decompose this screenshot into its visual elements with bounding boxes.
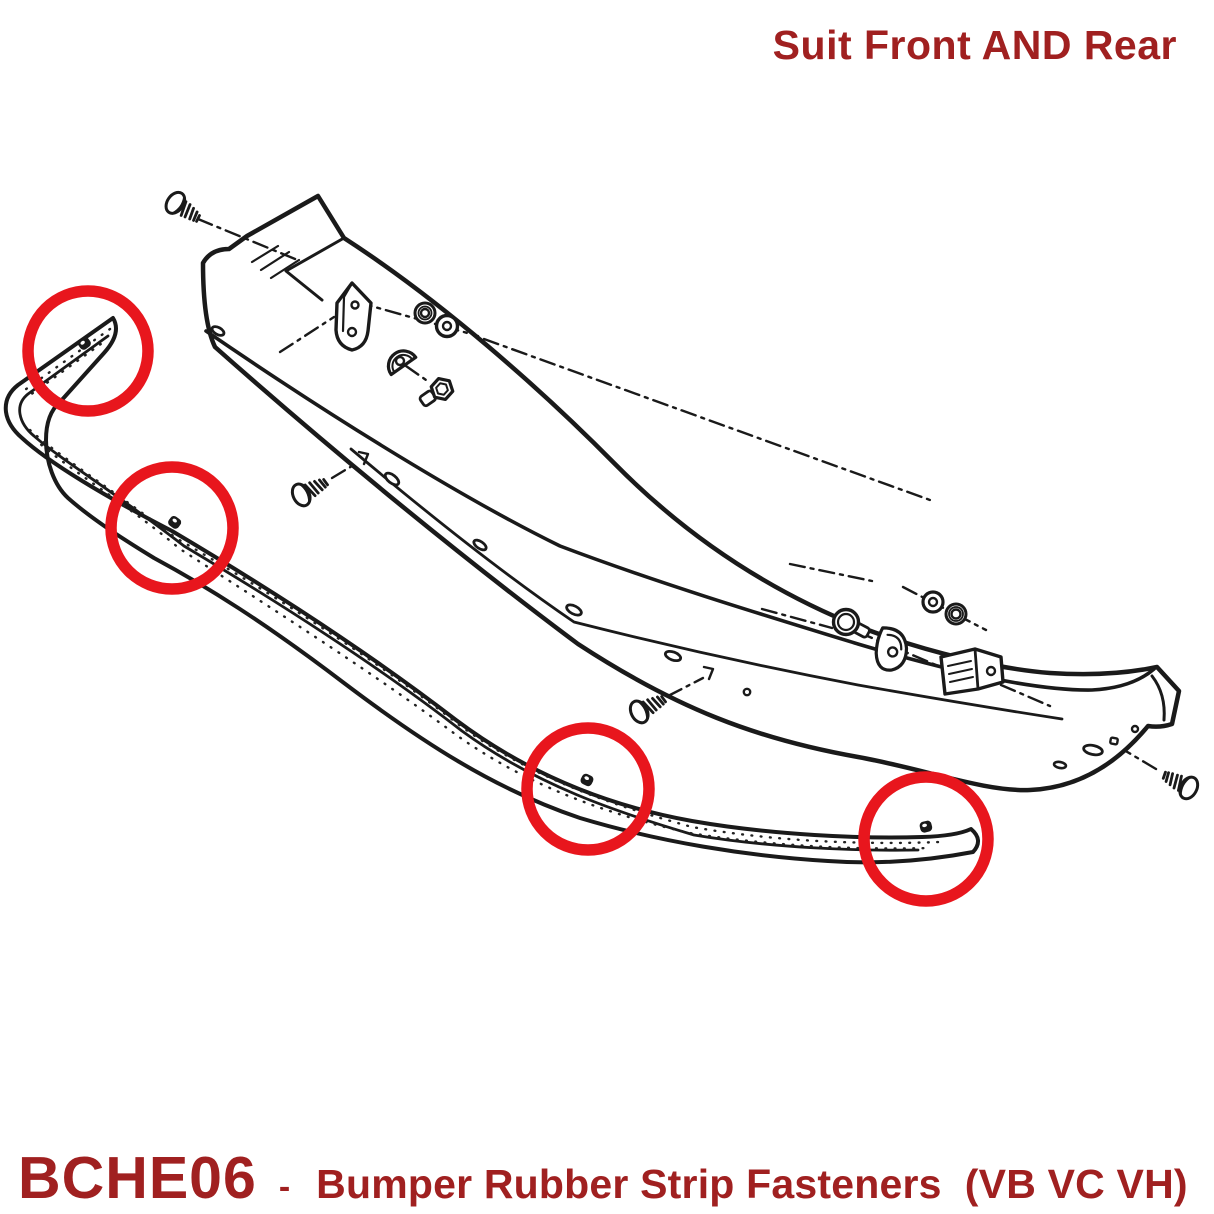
header-note: Suit Front AND Rear — [772, 22, 1177, 68]
strip-fastener-pin — [919, 820, 933, 833]
bumper-flange-fold — [284, 236, 346, 302]
bracket-block — [939, 647, 1005, 696]
highlight-circle — [105, 461, 239, 595]
strip-fastener-pin — [168, 515, 182, 529]
strip-fastener-pin — [580, 773, 594, 787]
hardware-group-top — [334, 281, 460, 408]
round-head-bolt — [831, 607, 871, 639]
footer-caption: BCHE06 - Bumper Rubber Strip Fasteners (… — [18, 1144, 1188, 1212]
bumper-bar-drawing — [200, 193, 1182, 793]
highlight-circle — [858, 771, 994, 907]
part-description: Bumper Rubber Strip Fasteners (VB VC VH) — [316, 1161, 1188, 1207]
bumper-fold-line — [204, 329, 1156, 692]
strip-pins — [77, 336, 933, 833]
highlight-circle — [22, 285, 154, 417]
highlight-circle — [521, 722, 655, 856]
hex-bolt — [418, 376, 455, 408]
bumper-endcap-line — [1150, 674, 1166, 722]
rubber-strip-outline — [3, 316, 980, 865]
screw-glyph — [160, 187, 207, 230]
part-code: BCHE06 — [18, 1145, 257, 1211]
nut — [434, 313, 460, 339]
washer — [944, 602, 968, 626]
screw-glyph — [1157, 763, 1203, 804]
hardware-group-right — [831, 590, 1005, 696]
bumper-slots — [210, 325, 1140, 770]
mounting-clip — [874, 626, 909, 672]
strip-fastener-pin — [77, 336, 91, 350]
washer — [413, 301, 437, 325]
bumper-body-outline — [200, 193, 1182, 793]
separator-dash: - — [278, 1168, 291, 1206]
highlight-circles — [22, 285, 994, 907]
rubber-strip-rib — [18, 334, 920, 852]
bumper-crease-line — [349, 447, 1064, 721]
screw-glyph — [287, 470, 333, 511]
pad-washer — [386, 349, 418, 377]
nut — [921, 590, 945, 614]
